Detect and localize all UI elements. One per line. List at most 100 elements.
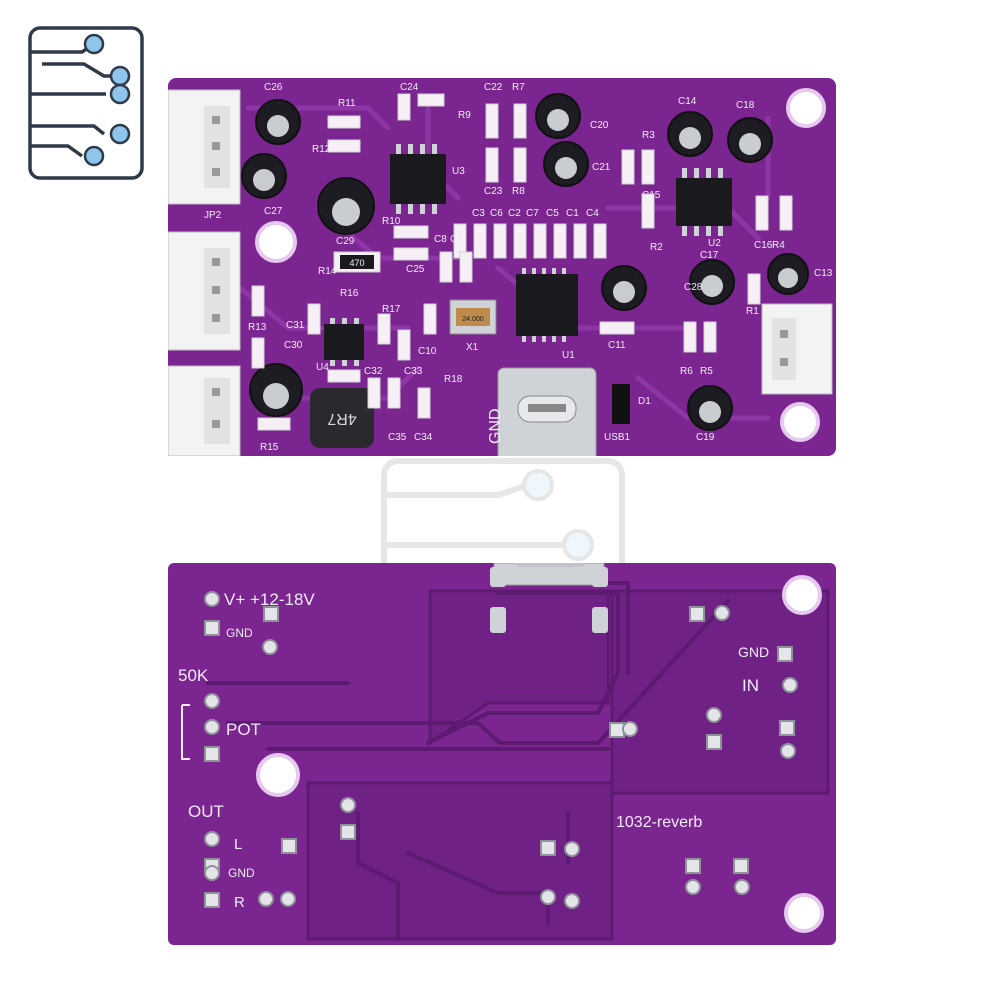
label-u3: U3 [452, 166, 465, 177]
label-c21: C21 [592, 162, 611, 173]
label-c20: C20 [590, 120, 609, 131]
mounting-hole [784, 893, 824, 933]
label-c15: C15 [642, 190, 661, 201]
label-c29: C29 [336, 236, 355, 247]
mounting-hole [782, 575, 822, 615]
mounting-hole [255, 221, 297, 263]
label-c10: C10 [418, 346, 437, 357]
label-pot: POT [226, 720, 261, 739]
label-c9: C9 [450, 234, 463, 245]
mounting-holes [256, 575, 824, 933]
label-pot-value: 50K [178, 666, 209, 685]
label-r6: R6 [680, 366, 693, 377]
label-c25: C25 [406, 264, 425, 275]
label-power: V+ +12-18V [224, 590, 315, 609]
mounting-hole [786, 88, 826, 128]
label-r8: R8 [512, 186, 525, 197]
label-r16: R16 [340, 288, 359, 299]
label-c19: C19 [696, 432, 715, 443]
crystal-x1: 24.000 [449, 299, 497, 335]
label-r3: R3 [642, 130, 655, 141]
label-c34: C34 [414, 432, 433, 443]
chip-u3 [390, 144, 446, 214]
inductor-l1: 4R7 [310, 388, 374, 448]
usb-c-shell [490, 563, 608, 633]
chip-u1-qfn [516, 268, 578, 342]
label-c13: C13 [814, 268, 833, 279]
label-r9: R9 [458, 110, 471, 121]
label-gnd-out: GND [228, 866, 255, 880]
label-in: IN [742, 676, 759, 695]
label-gnd-in: GND [738, 644, 769, 660]
label-c27: C27 [264, 206, 283, 217]
label-c22: C22 [484, 82, 503, 93]
label-c4: C4 [586, 208, 599, 219]
mounting-hole [256, 753, 300, 797]
label-c7: C7 [526, 208, 539, 219]
label-c17: C17 [700, 250, 719, 261]
label-r11: R11 [338, 98, 356, 109]
mounting-holes [255, 88, 826, 442]
electrolytic-capacitors [241, 93, 809, 431]
label-r1: R1 [746, 306, 759, 317]
label-c5: C5 [546, 208, 559, 219]
crystal-label: 24.000 [462, 316, 484, 323]
pcb-solder-side: V+ +12-18V GND 50K POT OUT L GND R GND I… [168, 563, 836, 945]
pot-outline [181, 704, 190, 760]
label-x1: X1 [466, 342, 479, 353]
diode-d1 [612, 384, 630, 424]
label-u4: U4 [316, 362, 329, 373]
label-c33: C33 [404, 366, 423, 377]
silkscreen-labels: V+ +12-18V GND 50K POT OUT L GND R GND I… [178, 590, 769, 911]
label-gnd-power: GND [226, 626, 253, 640]
label-c6: C6 [490, 208, 503, 219]
label-c30: C30 [284, 340, 303, 351]
label-c2: C2 [508, 208, 521, 219]
label-c11: C11 [608, 340, 626, 351]
integrated-circuits [324, 144, 732, 366]
solder-pads [204, 591, 798, 909]
smd-components [251, 93, 793, 431]
resistor-r14: 470 [333, 251, 381, 273]
label-c1: C1 [566, 208, 579, 219]
connector-jp2 [168, 89, 241, 205]
usb-c-connector [497, 367, 597, 456]
resistor-label: 470 [349, 258, 364, 268]
label-r2: R2 [650, 242, 663, 253]
label-r14: R14 [318, 266, 337, 277]
label-c16: C16 [754, 240, 773, 251]
label-r15: R15 [260, 442, 279, 453]
label-board-name: 1032-reverb [616, 814, 702, 831]
label-left: L [234, 836, 242, 853]
label-r13: R13 [248, 322, 267, 333]
pcb-component-side: 24.000 4R7 470 C26 R11 C24 C22 R7 [168, 78, 836, 456]
label-r17: R17 [382, 304, 401, 315]
circuit-logo-icon [28, 26, 144, 180]
connector-input [168, 231, 241, 351]
label-r5: R5 [700, 366, 713, 377]
label-c26: C26 [264, 82, 283, 93]
label-d1: D1 [638, 396, 651, 407]
label-out: OUT [188, 802, 224, 821]
label-jp2: JP2 [204, 210, 222, 221]
label-r7: R7 [512, 82, 525, 93]
label-gnd-top: GND [487, 408, 504, 444]
label-r4: R4 [772, 240, 785, 251]
chip-u2 [676, 168, 732, 236]
label-u2: U2 [708, 238, 721, 249]
label-usb1: USB1 [604, 432, 631, 443]
label-c23: C23 [484, 186, 503, 197]
label-c14: C14 [678, 96, 697, 107]
mounting-hole [780, 402, 820, 442]
label-c31: C31 [286, 320, 305, 331]
label-c18: C18 [736, 100, 755, 111]
label-c32: C32 [364, 366, 383, 377]
label-r18: R18 [444, 374, 463, 385]
label-c24: C24 [400, 82, 419, 93]
label-c35: C35 [388, 432, 407, 443]
label-u1: U1 [562, 350, 575, 361]
label-r12: R12 [312, 144, 331, 155]
label-c8: C8 [434, 234, 447, 245]
label-right: R [234, 894, 245, 911]
label-r10: R10 [382, 216, 401, 227]
